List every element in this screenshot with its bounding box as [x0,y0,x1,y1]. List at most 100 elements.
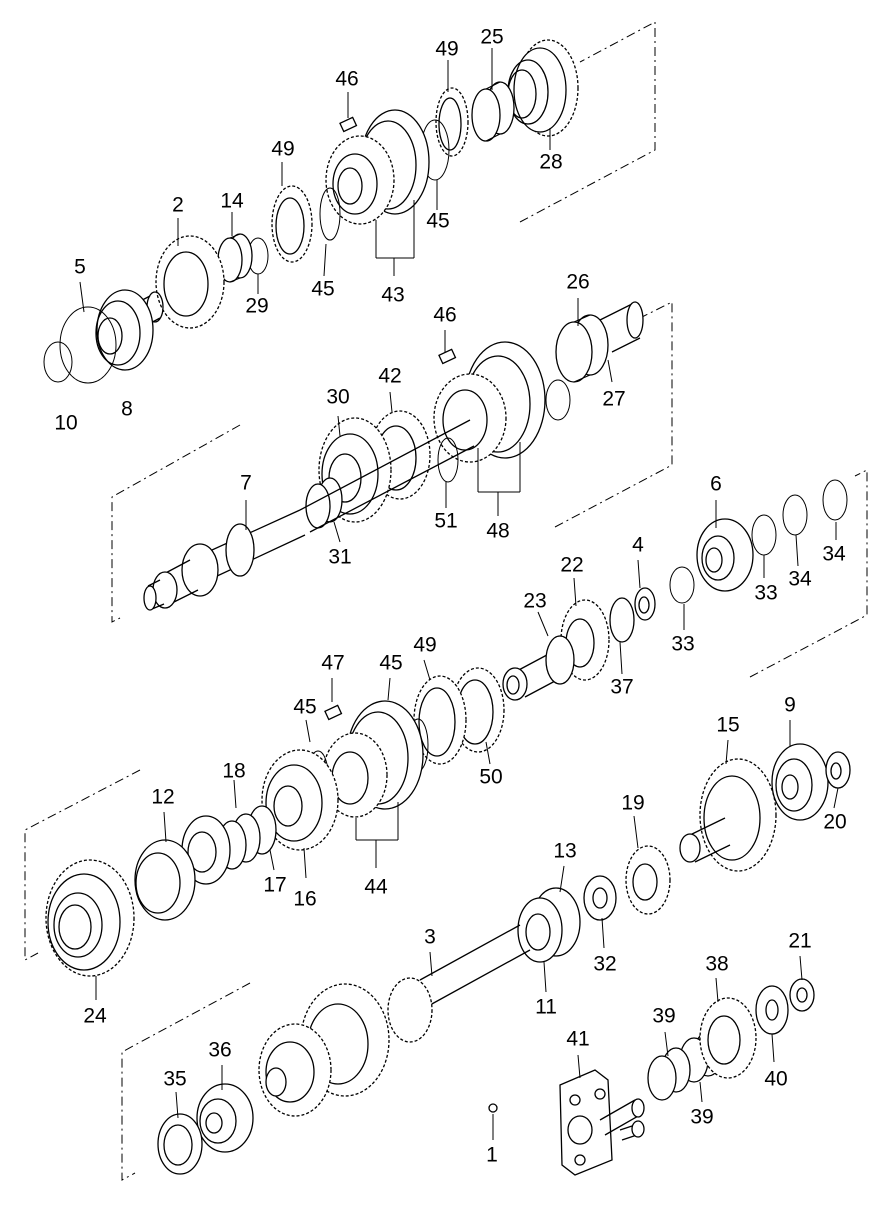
snap-ring-10 [43,341,73,383]
part-label-19: 19 [621,792,644,815]
part-label-45: 45 [311,278,334,301]
part-label-39: 39 [690,1106,713,1129]
part-label-33: 33 [754,582,777,605]
bearing-group-right [502,479,848,701]
main-shaft-7 [143,419,475,611]
bracket-41 [559,1069,645,1176]
ball-bearing-13 [517,887,581,963]
sleeve-hub-43 [325,109,430,225]
leader-lines-top [79,48,551,313]
ball-bearing-6 [696,518,754,592]
group-border-input-shaft [111,301,673,623]
part-label-6: 6 [710,473,722,496]
part-label-47: 47 [321,652,344,675]
part-label-20: 20 [823,811,846,834]
part-label-41: 41 [566,1028,589,1051]
needle-bearing-14 [217,233,253,283]
part-label-27: 27 [602,388,625,411]
countershaft-3 [258,924,531,1117]
part-label-50: 50 [479,766,502,789]
snap-ring-33-right [751,514,777,556]
part-label-22: 22 [560,554,583,577]
snap-ring-51 [437,437,459,483]
synchro-ring-49-left [271,185,313,263]
part-label-45: 45 [293,696,316,719]
lock-nut-4 [634,587,656,621]
part-label-7: 7 [240,472,252,495]
leader-lines-countershaft [95,659,839,1000]
part-label-16: 16 [293,888,316,911]
gear-24 [45,859,135,977]
leader-lines-mid [245,298,613,543]
part-label-51: 51 [434,510,457,533]
part-label-49: 49 [271,138,294,161]
part-label-30: 30 [326,386,349,409]
group-border-reverse [121,982,251,1181]
key-46-top [339,116,358,133]
needle-bearing-31 [305,477,343,529]
output-shaft-group [143,298,644,611]
part-label-13: 13 [553,840,576,863]
gear-15 [679,758,777,872]
gear-28 [507,39,579,137]
part-label-29: 29 [245,295,268,318]
snap-ring-34-left [782,494,808,536]
part-label-46: 46 [433,304,456,327]
part-label-44: 44 [364,876,388,899]
part-label-14: 14 [220,190,244,213]
part-label-34: 34 [788,568,812,591]
ball-bearing-9 [771,743,829,821]
gear-19 [625,845,671,915]
part-label-39: 39 [652,1005,675,1028]
part-label-49: 49 [435,38,458,61]
part-label-10: 10 [54,412,77,435]
snap-ring-5 [59,306,117,384]
part-label-15: 15 [716,714,739,737]
gear-16 [261,749,339,851]
part-label-28: 28 [539,151,562,174]
shim-35 [157,1113,203,1175]
part-label-32: 32 [593,953,616,976]
part-label-33: 33 [671,633,694,656]
part-label-11: 11 [535,996,557,1019]
key-47 [324,704,343,721]
spacer-37 [609,597,635,643]
sleeve-hub-44 [322,700,424,818]
needle-bearing-25 [471,81,515,142]
snap-ring-33-left [669,566,695,604]
washer-32 [583,875,617,921]
sleeve-23 [502,635,575,701]
part-label-5: 5 [74,256,86,279]
ball-bearing-12 [134,815,231,921]
leader-lines-right [537,500,837,675]
gear-38 [699,997,757,1079]
part-label-42: 42 [378,365,401,388]
part-label-8: 8 [121,398,133,421]
group-border-right-bearings [749,469,868,678]
washer-40 [755,985,789,1035]
part-label-1: 1 [486,1144,498,1167]
part-label-40: 40 [764,1068,787,1091]
part-label-17: 17 [263,874,286,897]
part-label-3: 3 [424,926,436,949]
part-label-35: 35 [163,1068,186,1091]
part-number-labels: 25 49 46 28 49 2 14 45 5 45 29 43 26 46 … [54,26,846,1167]
part-label-45: 45 [379,652,402,675]
part-label-26: 26 [566,271,589,294]
group-border-mainshaft-top [519,21,656,223]
part-label-24: 24 [83,1005,107,1028]
needle-bearing-26 [555,301,644,383]
part-label-34: 34 [822,543,846,566]
part-label-48: 48 [486,520,509,543]
ball-bearing-36 [196,1083,254,1153]
ball-bearing-8 [95,289,154,371]
part-label-25: 25 [480,26,503,49]
synchro-ring-49-top [435,87,469,157]
nut-21 [789,978,815,1012]
part-label-31: 31 [328,546,351,569]
nut-20 [825,751,851,789]
snap-ring-34-right [822,479,848,521]
part-label-45: 45 [426,210,449,233]
